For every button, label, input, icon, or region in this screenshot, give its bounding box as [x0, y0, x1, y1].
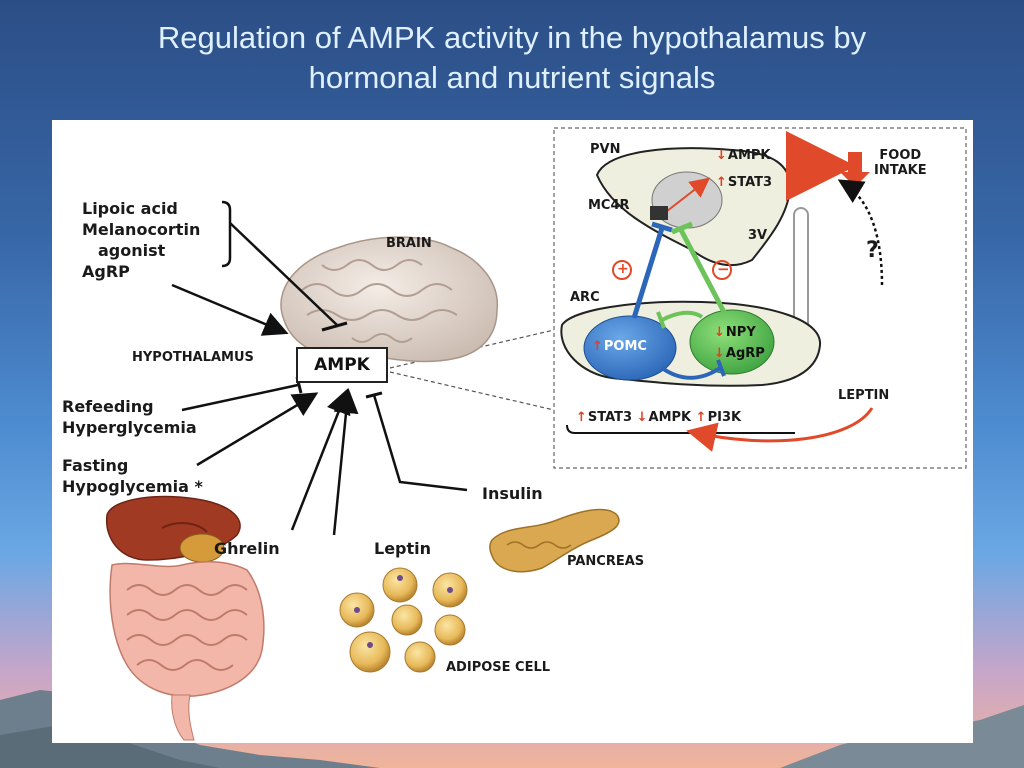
refeeding-group: Refeeding Hyperglycemia — [62, 396, 197, 438]
intake-label: INTAKE — [874, 163, 927, 178]
bottom-stat3-label: STAT3 — [576, 410, 632, 425]
fasting-group: Fasting Hypoglycemia * — [62, 455, 203, 497]
hypoglycemia-label: Hypoglycemia * — [62, 477, 203, 496]
refeeding-label: Refeeding — [62, 397, 154, 416]
diagram-panel: Lipoic acid Melanocortin agonist AgRP HY… — [52, 120, 973, 743]
leptin-label: Leptin — [374, 539, 432, 558]
inset-bottom-row: STAT3 AMPK PI3K — [576, 410, 741, 425]
melanocortin-label: Melanocortin — [82, 220, 201, 239]
slide-title: Regulation of AMPK activity in the hypot… — [0, 18, 1024, 98]
question-mark: ? — [866, 238, 879, 263]
activator-list: Lipoic acid Melanocortin agonist AgRP — [82, 198, 200, 282]
third-ventricle-label: 3V — [748, 228, 768, 243]
pvn-ampk-label: AMPK — [716, 148, 771, 163]
food-label: FOOD — [879, 148, 922, 163]
fasting-label: Fasting — [62, 456, 129, 475]
brain-image — [280, 236, 499, 363]
agrp-inset-label: AgRP — [714, 346, 765, 361]
pancreas-label: PANCREAS — [567, 554, 645, 569]
title-line-1: Regulation of AMPK activity in the hypot… — [157, 20, 867, 55]
food-intake-label: FOOD INTAKE — [874, 148, 927, 178]
hypothalamus-label: HYPOTHALAMUS — [132, 350, 254, 365]
adipose-cells-image — [339, 567, 468, 673]
hyperglycemia-label: Hyperglycemia — [62, 418, 197, 437]
plus-sign: + — [617, 261, 629, 277]
pvn-label: PVN — [590, 142, 621, 157]
lipoic-acid-label: Lipoic acid — [82, 199, 178, 218]
inset-box — [553, 127, 967, 469]
arc-label: ARC — [570, 290, 600, 305]
liver-intestine-image — [106, 495, 265, 741]
agonist-label: agonist — [98, 241, 166, 260]
npy-label: NPY — [714, 325, 756, 340]
minus-sign: − — [717, 260, 730, 278]
agrp-label: AgRP — [82, 262, 130, 281]
bottom-pi3k-label: PI3K — [696, 410, 741, 425]
ghrelin-label: Ghrelin — [214, 539, 280, 558]
pomc-label: POMC — [592, 339, 647, 354]
brain-label: BRAIN — [386, 236, 432, 251]
pvn-stat3-label: STAT3 — [716, 175, 772, 190]
title-line-2: hormonal and nutrient signals — [308, 60, 716, 95]
inset-leptin-label: LEPTIN — [838, 388, 890, 403]
pancreas-image — [489, 508, 620, 573]
bottom-ampk-label: AMPK — [637, 410, 692, 425]
mc4r-label: MC4R — [588, 198, 630, 213]
adipose-cell-label: ADIPOSE CELL — [446, 660, 551, 675]
ampk-node: AMPK — [296, 347, 388, 383]
insulin-label: Insulin — [482, 484, 543, 503]
